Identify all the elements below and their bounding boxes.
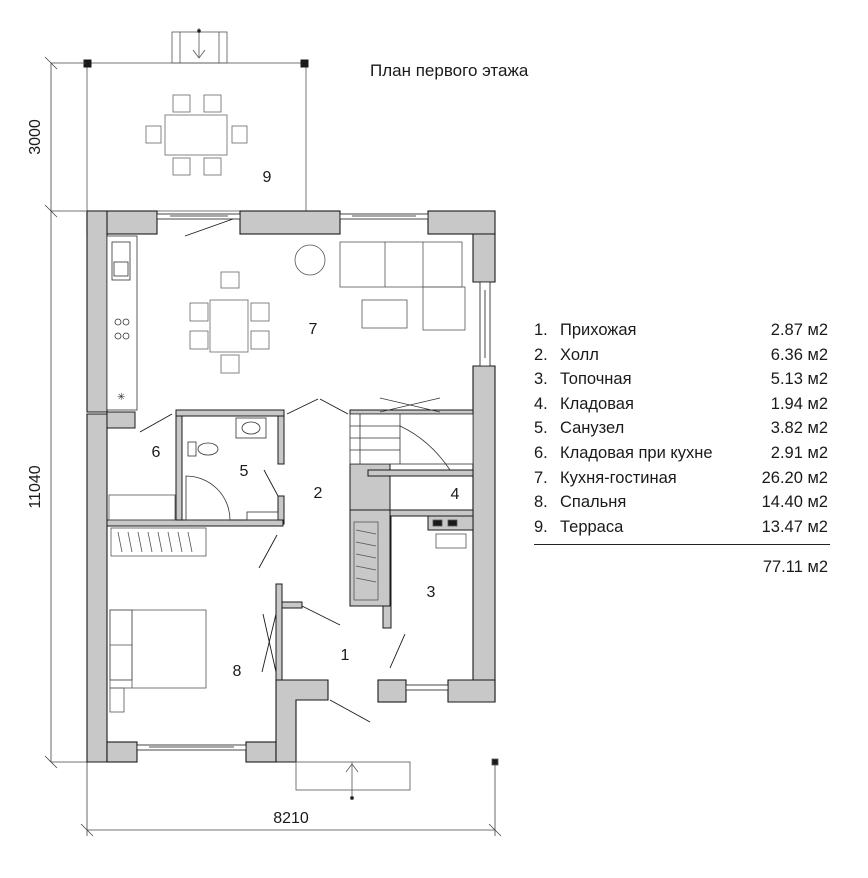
legend-row-number: 1. bbox=[534, 321, 548, 339]
terrace-post bbox=[300, 59, 309, 68]
legend-row-name: Холл bbox=[560, 345, 599, 364]
legend-row: 5. Санузел 3.82 м2 bbox=[534, 416, 834, 441]
legend-row-name: Кладовая bbox=[560, 394, 634, 413]
terrace-outline bbox=[86, 62, 307, 212]
legend-row: 6. Кладовая при кухне 2.91 м2 bbox=[534, 441, 834, 466]
legend-row-name: Топочная bbox=[560, 370, 632, 389]
kitchen-dining-set bbox=[189, 271, 270, 374]
legend-row-name: Кладовая при кухне bbox=[560, 443, 713, 462]
room-label-7: 7 bbox=[309, 321, 318, 338]
legend-row-area: 1.94 м2 bbox=[770, 394, 828, 413]
staircase bbox=[349, 397, 474, 471]
legend-row: 3. Топочная 5.13 м2 bbox=[534, 367, 834, 392]
legend-row: 4. Кладовая 1.94 м2 bbox=[534, 392, 834, 417]
legend-row: 7. Кухня-гостиная 26.20 м2 bbox=[534, 466, 834, 491]
legend-row: 8. Спальня 14.40 м2 bbox=[534, 490, 834, 515]
legend-row-number: 4. bbox=[534, 394, 548, 413]
bed bbox=[109, 609, 207, 713]
windows bbox=[136, 213, 491, 751]
terrace-steps bbox=[171, 28, 228, 64]
legend-row-area: 13.47 м2 bbox=[761, 517, 828, 536]
legend-row-number: 2. bbox=[534, 345, 548, 364]
terrace-dining-set bbox=[145, 94, 248, 176]
plan-title: План первого этажа bbox=[370, 61, 529, 80]
door-swings bbox=[139, 218, 406, 723]
room-label-3: 3 bbox=[427, 584, 436, 601]
interior-walls bbox=[106, 409, 474, 681]
legend-row-name: Санузел bbox=[560, 419, 625, 438]
legend-total-area: 77.11 м2 bbox=[762, 558, 828, 577]
terrace-post bbox=[83, 59, 92, 68]
legend-row: 2. Холл 6.36 м2 bbox=[534, 343, 834, 368]
legend-row: 9. Терраса 13.47 м2 bbox=[534, 515, 834, 540]
legend-divider bbox=[534, 544, 830, 546]
storage-cabinets bbox=[108, 494, 467, 601]
room-label-2: 2 bbox=[314, 485, 323, 502]
room-legend: 1. Прихожая 2.87 м2 2. Холл 6.36 м2 3. Т… bbox=[534, 318, 834, 581]
legend-row-number: 6. bbox=[534, 443, 548, 462]
entrance-steps bbox=[295, 758, 499, 801]
bathroom-fixtures bbox=[185, 417, 279, 521]
legend-row-name: Прихожая bbox=[560, 321, 637, 339]
legend-total-row: 77.11 м2 bbox=[534, 545, 834, 581]
legend-row-area: 3.82 м2 bbox=[770, 419, 828, 438]
dim-house-width: 8210 bbox=[273, 810, 309, 827]
legend-row-area: 26.20 м2 bbox=[761, 468, 828, 487]
legend-row-area: 14.40 м2 bbox=[761, 493, 828, 512]
legend-row-area: 2.91 м2 bbox=[770, 443, 828, 462]
legend-row-number: 9. bbox=[534, 517, 548, 536]
room-label-4: 4 bbox=[451, 486, 460, 503]
room-label-5: 5 bbox=[240, 463, 249, 480]
living-furniture bbox=[294, 241, 466, 331]
legend-row-name: Кухня-гостиная bbox=[560, 468, 677, 487]
room-label-6: 6 bbox=[152, 444, 161, 461]
legend-row-name: Спальня bbox=[560, 493, 627, 512]
dim-house-depth: 11040 bbox=[27, 465, 44, 508]
legend-row-area: 6.36 м2 bbox=[770, 345, 828, 364]
kitchen-counter: ✳ bbox=[106, 235, 138, 411]
legend-row-name: Терраса bbox=[560, 517, 624, 536]
exterior-walls bbox=[86, 210, 496, 763]
legend-row-number: 5. bbox=[534, 419, 548, 438]
svg-text:✳: ✳ bbox=[117, 392, 125, 403]
legend-row: 1. Прихожая 2.87 м2 bbox=[534, 318, 834, 343]
legend-row-area: 5.13 м2 bbox=[770, 370, 828, 389]
room-label-1: 1 bbox=[341, 647, 350, 664]
room-label-8: 8 bbox=[233, 663, 242, 680]
dim-terrace-depth: 3000 bbox=[27, 119, 44, 155]
dimension-lines bbox=[44, 56, 502, 837]
room-label-9: 9 bbox=[263, 169, 272, 186]
legend-row-number: 3. bbox=[534, 370, 548, 389]
legend-row-number: 8. bbox=[534, 493, 548, 512]
legend-row-number: 7. bbox=[534, 468, 548, 487]
legend-row-area: 2.87 м2 bbox=[770, 321, 828, 339]
